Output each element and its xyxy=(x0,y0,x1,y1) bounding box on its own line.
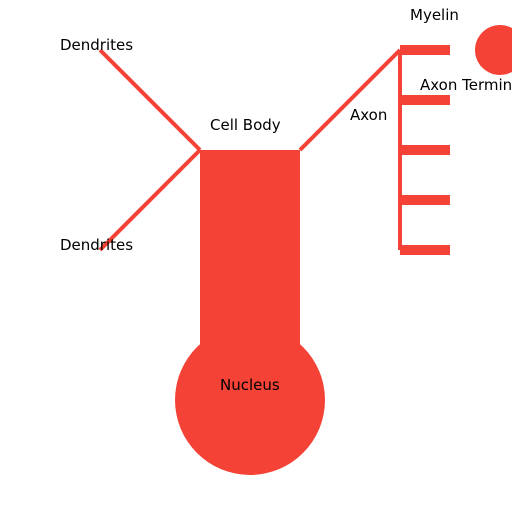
dendrite-upper xyxy=(98,48,202,152)
myelin-segment xyxy=(400,245,450,255)
dendrites-label-top: Dendrites xyxy=(60,36,133,54)
cell-body-label: Cell Body xyxy=(210,116,281,134)
axon-terminal-label: Axon Terminal xyxy=(420,76,512,94)
myelin-segment xyxy=(400,95,450,105)
axon-line xyxy=(298,48,402,152)
myelin-segment xyxy=(400,195,450,205)
myelin-segment xyxy=(400,45,450,55)
dendrite-lower xyxy=(98,148,202,252)
cell-body xyxy=(200,150,300,350)
nucleus-label: Nucleus xyxy=(220,376,280,394)
myelin-segment xyxy=(400,145,450,155)
axon-terminal xyxy=(475,25,512,75)
nucleus xyxy=(175,325,325,475)
axon-label: Axon xyxy=(350,106,387,124)
myelin-label: Myelin xyxy=(410,6,459,24)
dendrites-label-bottom: Dendrites xyxy=(60,236,133,254)
